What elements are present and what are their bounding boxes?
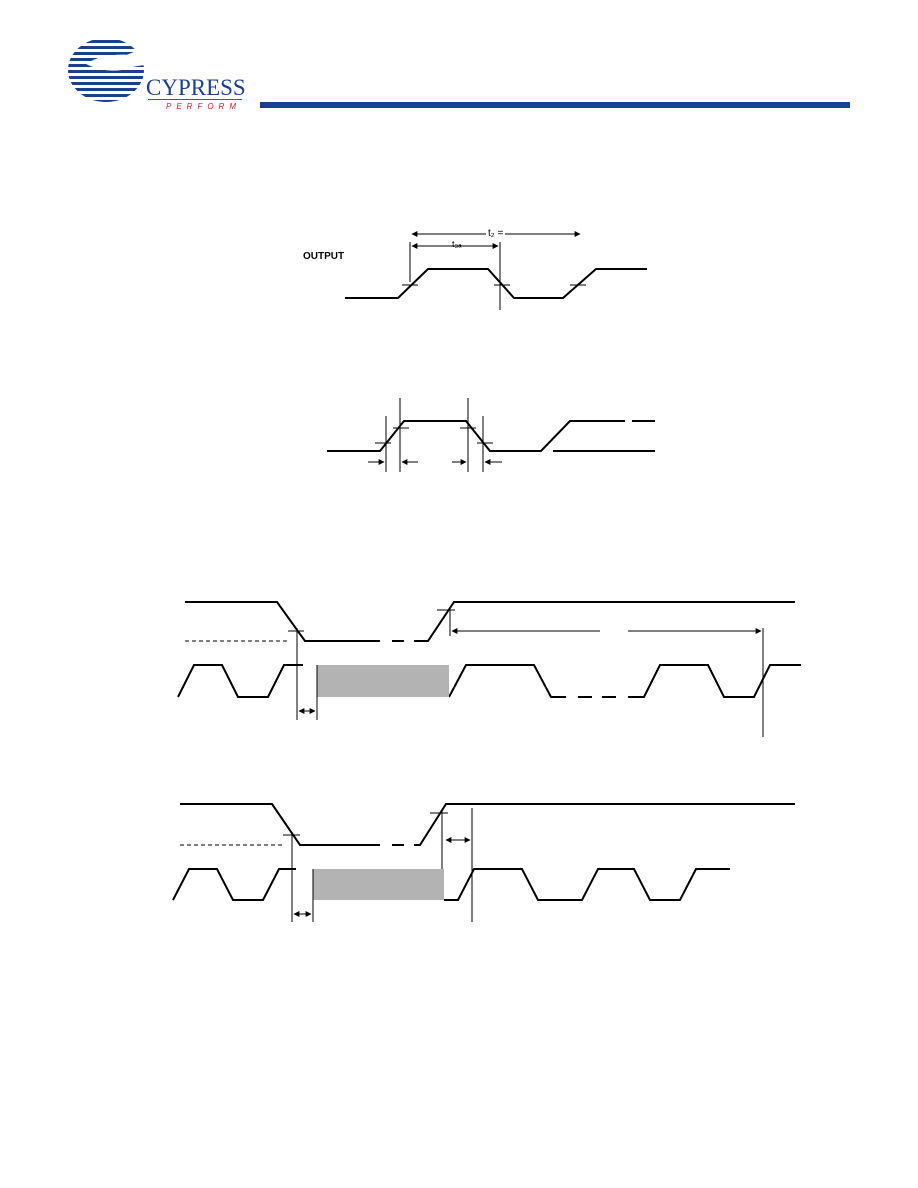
control-signal-a <box>185 601 380 642</box>
data-waveform-a-3 <box>628 664 801 698</box>
shaded-region-b <box>313 869 444 900</box>
shaded-region-a <box>317 665 449 697</box>
high-time-label: t₃ₐ <box>452 239 462 249</box>
data-waveform-a-2 <box>448 664 566 698</box>
control-signal-b-rise <box>414 803 795 846</box>
figure-timing-b <box>172 803 795 922</box>
rise-fall-waveform <box>327 420 625 452</box>
output-signal-label: OUTPUT <box>303 251 345 262</box>
brand-name: CYPRESS <box>146 75 246 100</box>
brand-tagline: PERFORM <box>166 102 241 111</box>
control-signal-a-rise <box>414 601 795 642</box>
figure-rise-fall-time <box>327 398 655 472</box>
period-label: t₂ = <box>486 228 506 239</box>
data-waveform-b-2 <box>444 868 730 901</box>
figure-timing-a <box>177 601 801 737</box>
output-waveform <box>345 268 647 299</box>
data-waveform-a-1 <box>177 664 303 698</box>
figure-output-duty-cycle <box>345 231 647 310</box>
brand-underline <box>148 99 242 100</box>
data-waveform-b-1 <box>172 868 296 901</box>
cypress-globe-icon <box>68 40 162 102</box>
header-rule <box>260 102 850 108</box>
control-signal-b <box>180 803 380 846</box>
